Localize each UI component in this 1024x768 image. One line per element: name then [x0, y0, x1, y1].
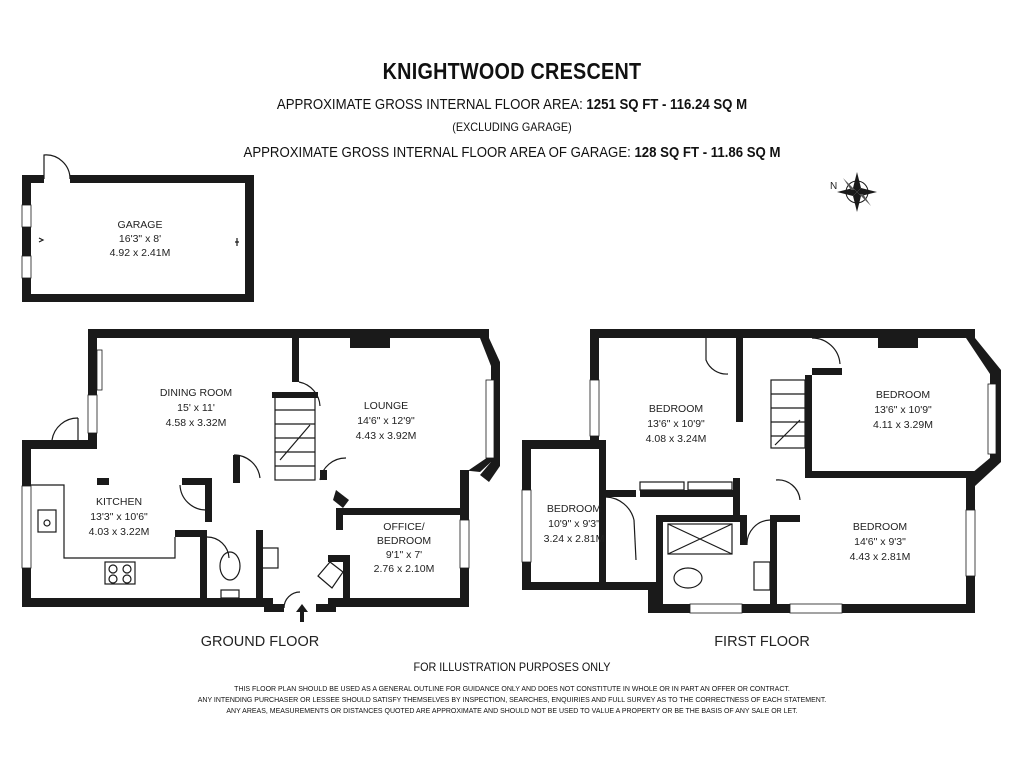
disclaimer-line-1: THIS FLOOR PLAN SHOULD BE USED AS A GENE…: [234, 684, 790, 693]
garage-area-value: 128 SQ FT - 11.86 SQ M: [634, 144, 781, 161]
office-name: OFFICE/: [383, 521, 424, 533]
bedroom-1-imperial: 13'6" x 10'9": [647, 418, 705, 430]
bedroom-2-imperial: 13'6" x 10'9": [874, 404, 932, 416]
kitchen-metric: 4.03 x 3.22M: [89, 526, 150, 538]
gross-area-value: 1251 SQ FT - 116.24 SQ M: [586, 96, 748, 113]
ground-floor-plan: DINING ROOM 15' x 11' 4.58 x 3.32M LOUNG…: [21, 329, 500, 650]
ground-floor-label: GROUND FLOOR: [201, 634, 319, 650]
garage-area-line: APPROXIMATE GROSS INTERNAL FLOOR AREA OF…: [61, 144, 962, 161]
gross-area-note: (EXCLUDING GARAGE): [452, 120, 572, 134]
first-floor-label: FIRST FLOOR: [714, 634, 810, 650]
garage-plan: GARAGE 16'3" x 8' 4.92 x 2.41M: [21, 154, 254, 302]
garage-imperial: 16'3" x 8': [119, 233, 161, 245]
disclaimer-line-3: ANY AREAS, MEASUREMENTS OR DISTANCES QUO…: [226, 706, 798, 715]
lounge-imperial: 14'6" x 12'9": [357, 415, 415, 427]
dining-room-metric: 4.58 x 3.32M: [166, 417, 227, 429]
bedroom-3-imperial: 10'9" x 9'3": [548, 518, 600, 530]
bedroom-4-metric: 4.43 x 2.81M: [850, 551, 911, 563]
lounge-metric: 4.43 x 3.92M: [356, 430, 417, 442]
lounge-name: LOUNGE: [364, 400, 408, 412]
compass-north-label: N: [830, 181, 837, 192]
bedroom-3-name: BEDROOM: [547, 503, 601, 515]
compass-rose-icon: N: [830, 172, 877, 212]
bedroom-1-name: BEDROOM: [649, 403, 703, 415]
dining-room-name: DINING ROOM: [160, 387, 232, 399]
garage-area-label: APPROXIMATE GROSS INTERNAL FLOOR AREA OF…: [243, 144, 631, 161]
first-floor-plan: BEDROOM 13'6" x 10'9" 4.08 x 3.24M BEDRO…: [521, 329, 1001, 650]
bedroom-3-metric: 3.24 x 2.81M: [544, 533, 605, 545]
bedroom-2-metric: 4.11 x 3.29M: [873, 419, 933, 431]
office-imperial: 9'1" x 7': [386, 549, 422, 561]
office-name-line2: BEDROOM: [377, 535, 431, 547]
disclaimer-line-2: ANY INTENDING PURCHASER OR LESSEE SHOULD…: [197, 695, 827, 704]
bedroom-1-metric: 4.08 x 3.24M: [646, 433, 707, 445]
plan-title: KNIGHTWOOD CRESCENT: [382, 58, 642, 84]
bedroom-4-imperial: 14'6" x 9'3": [854, 536, 906, 548]
kitchen-imperial: 13'3" x 10'6": [90, 511, 148, 523]
garage-name: GARAGE: [118, 219, 163, 231]
bedroom-2-name: BEDROOM: [876, 389, 930, 401]
garage-metric: 4.92 x 2.41M: [110, 247, 171, 259]
illustration-note: FOR ILLUSTRATION PURPOSES ONLY: [413, 660, 611, 674]
bedroom-4-name: BEDROOM: [853, 521, 907, 533]
gross-area-line: APPROXIMATE GROSS INTERNAL FLOOR AREA: 1…: [61, 96, 962, 113]
kitchen-name: KITCHEN: [96, 496, 142, 508]
dining-room-imperial: 15' x 11': [177, 402, 215, 414]
gross-area-label: APPROXIMATE GROSS INTERNAL FLOOR AREA:: [276, 96, 583, 113]
office-metric: 2.76 x 2.10M: [374, 563, 435, 575]
